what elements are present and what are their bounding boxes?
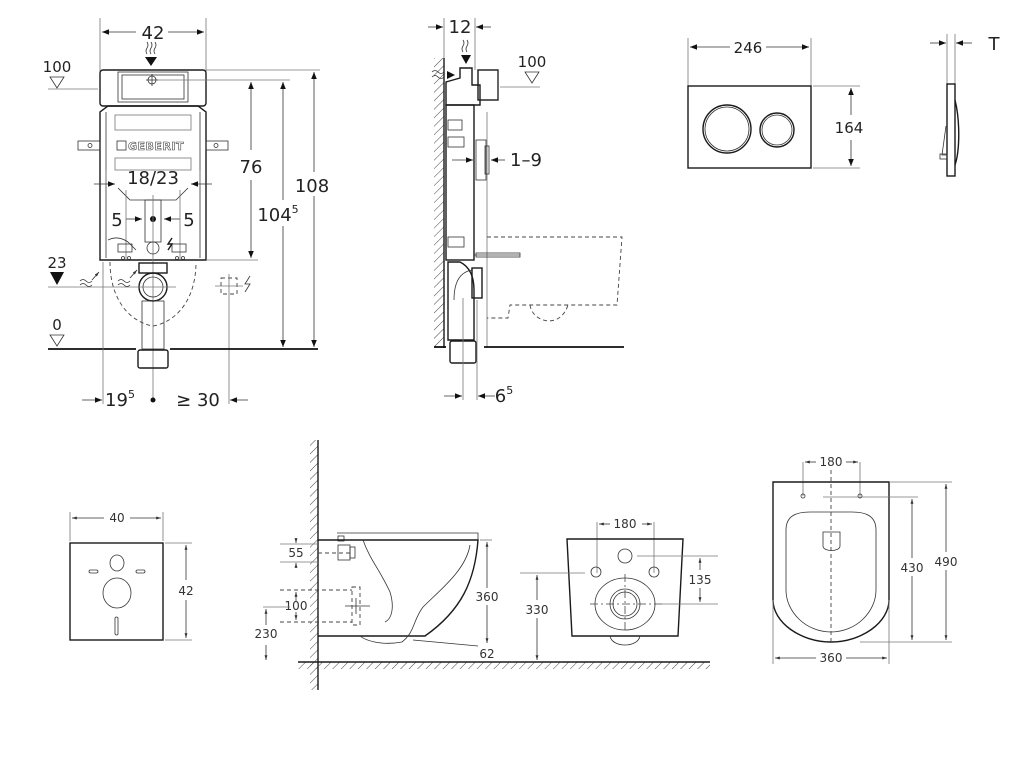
flush-button-large	[702, 104, 752, 154]
dim-inlet-to-outlet: 135	[689, 573, 712, 587]
dim-frame-depth: 12	[449, 17, 472, 38]
dim-seat-length: 430	[901, 561, 924, 575]
floor-level-icon	[49, 334, 65, 347]
dim-outlet-height: 230	[255, 627, 278, 641]
level-0: 0	[52, 316, 62, 334]
dim-total-length: 490	[935, 555, 958, 569]
dim-pad-height: 42	[178, 584, 193, 598]
dim-inlet-height: 55	[288, 546, 303, 560]
geberit-logo-mark	[116, 140, 127, 151]
dim-plate-adjust: 1–9	[510, 150, 542, 171]
wc-side-view: 55 100 230 360 62	[255, 440, 710, 690]
wc-top-view: 180 430 490 360	[772, 455, 958, 665]
water-inlet-icon	[145, 41, 157, 66]
frame-front-view: 42 100 GEBERIT	[43, 18, 329, 411]
water-connection-icon	[79, 269, 138, 287]
dim-height-104: 1045	[257, 203, 298, 226]
dim-rear-outlet-height: 330	[526, 603, 549, 617]
flush-plate-view: 246 164 T	[687, 34, 1001, 177]
level-marker-icon	[524, 71, 540, 84]
level-marker-filled-icon	[50, 272, 64, 285]
brand-logo: GEBERIT	[128, 140, 184, 153]
dim-pad-width: 40	[109, 511, 124, 525]
flush-plate	[687, 85, 812, 169]
dim-plate-height: 164	[835, 119, 864, 137]
flush-button-small	[759, 112, 795, 148]
dim-frame-width: 42	[142, 23, 165, 44]
level-marker-icon	[49, 76, 65, 89]
water-inlet-icon	[431, 39, 471, 79]
frame-side-view: 12 100 1–9	[428, 17, 624, 407]
dim-plate-width: 246	[734, 39, 763, 57]
dim-plate-thickness: T	[988, 34, 1001, 55]
dim-rear-bolt-spacing: 180	[614, 517, 637, 531]
dim-bottom-right: ≥ 30	[176, 390, 220, 411]
wc-rear-view: 180 135 330	[520, 517, 718, 660]
dim-inner-width: 18/23	[127, 168, 179, 189]
side-level-100: 100	[518, 53, 547, 71]
dim-bottom-gap: 62	[479, 647, 494, 661]
dim-height-108: 108	[295, 176, 329, 197]
sound-insulation-pad: 40 42	[69, 511, 194, 641]
dim-offset-left: 5	[111, 210, 122, 231]
dim-bottom-left: 195	[105, 388, 135, 411]
level-100: 100	[43, 58, 72, 76]
dim-top-bolt-spacing: 180	[820, 455, 843, 469]
dim-bolt-spacing: 100	[285, 599, 308, 613]
dim-bowl-height: 360	[476, 590, 499, 604]
level-23: 23	[47, 254, 66, 272]
dim-top-width: 360	[820, 651, 843, 665]
dim-bottom-offset: 65	[495, 384, 513, 407]
dim-offset-right: 5	[183, 210, 194, 231]
power-socket-icon	[215, 274, 251, 404]
dim-height-76: 76	[240, 157, 263, 178]
